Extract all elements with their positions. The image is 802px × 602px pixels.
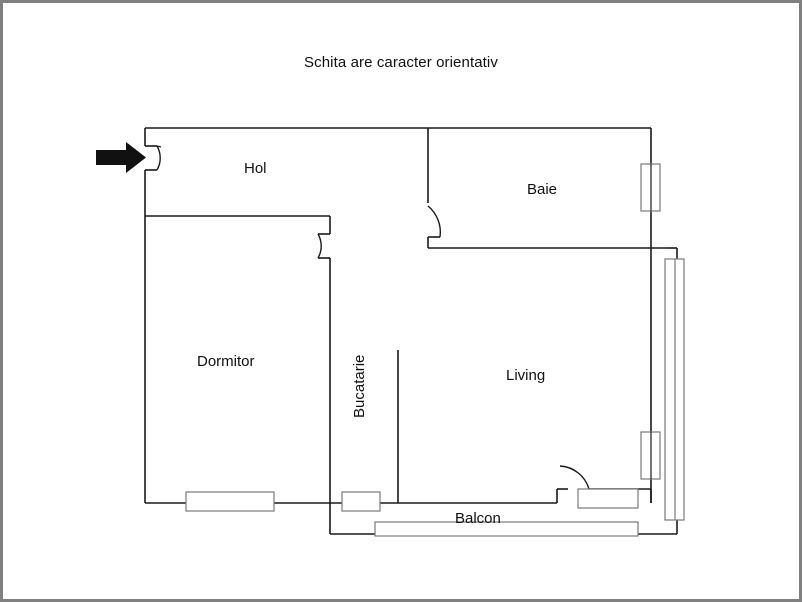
window-bucatarie-bottom [341, 491, 381, 512]
door-arc-dormitor [317, 233, 322, 259]
room-label-bucatarie: Bucatarie [351, 354, 368, 418]
wall-group [144, 127, 678, 535]
room-label-living: Living [506, 367, 546, 384]
door-leaf-entrance [156, 145, 162, 148]
door-arc-entrance [156, 145, 161, 171]
window-living-bottom [577, 488, 639, 509]
room-label-balcon: Balcon [455, 510, 501, 527]
room-label-dormitor: Dormitor [197, 353, 255, 370]
page-title: Schita are caracter orientativ [304, 54, 498, 71]
window-dormitor-bottom [185, 491, 275, 512]
room-label-hol: Hol [244, 160, 267, 177]
room-label-baie: Baie [527, 181, 558, 198]
entrance-arrow [96, 142, 146, 173]
door-arc-baie [427, 205, 442, 238]
door-group [156, 145, 590, 490]
window-group [185, 163, 685, 537]
window-balcon-rail [374, 521, 639, 537]
door-arc-balcon [559, 465, 590, 490]
